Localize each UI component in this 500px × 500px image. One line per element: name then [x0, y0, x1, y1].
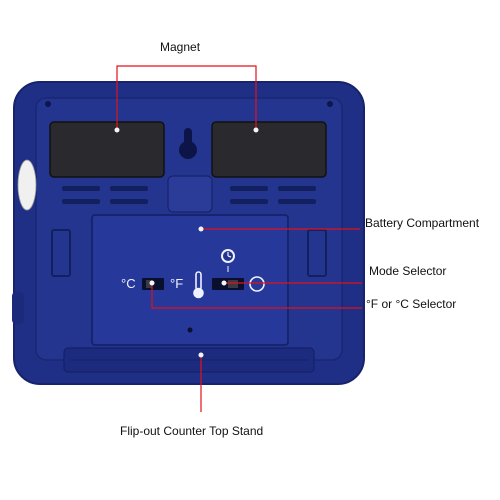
screw-left [45, 101, 51, 107]
side-knob [12, 292, 24, 324]
label-mode-selector: Mode Selector [369, 264, 447, 278]
callout-dots [114, 127, 259, 358]
celsius-mark: °C [121, 276, 136, 291]
side-sticker [17, 159, 37, 211]
screw-right [327, 101, 333, 107]
circle-icon [249, 276, 265, 292]
label-stand: Flip-out Counter Top Stand [120, 424, 264, 438]
compartment-screw [187, 327, 193, 333]
thermometer-icon [193, 271, 204, 299]
hanging-hole-icon [179, 128, 197, 159]
callout-lines [116, 65, 362, 412]
stand-latch [167, 175, 213, 213]
clip-right [307, 229, 327, 277]
magnet-right [211, 121, 327, 178]
clip-left [51, 229, 71, 277]
label-unit-selector: °F or °C Selector [366, 297, 457, 311]
battery-compartment [91, 214, 289, 346]
label-magnet: Magnet [160, 40, 201, 54]
label-battery-compartment: Battery Compartment [365, 216, 480, 230]
magnet-left [49, 121, 165, 178]
fahrenheit-mark: °F [170, 276, 184, 291]
clock-icon [221, 249, 235, 272]
vent-slots [62, 186, 316, 204]
